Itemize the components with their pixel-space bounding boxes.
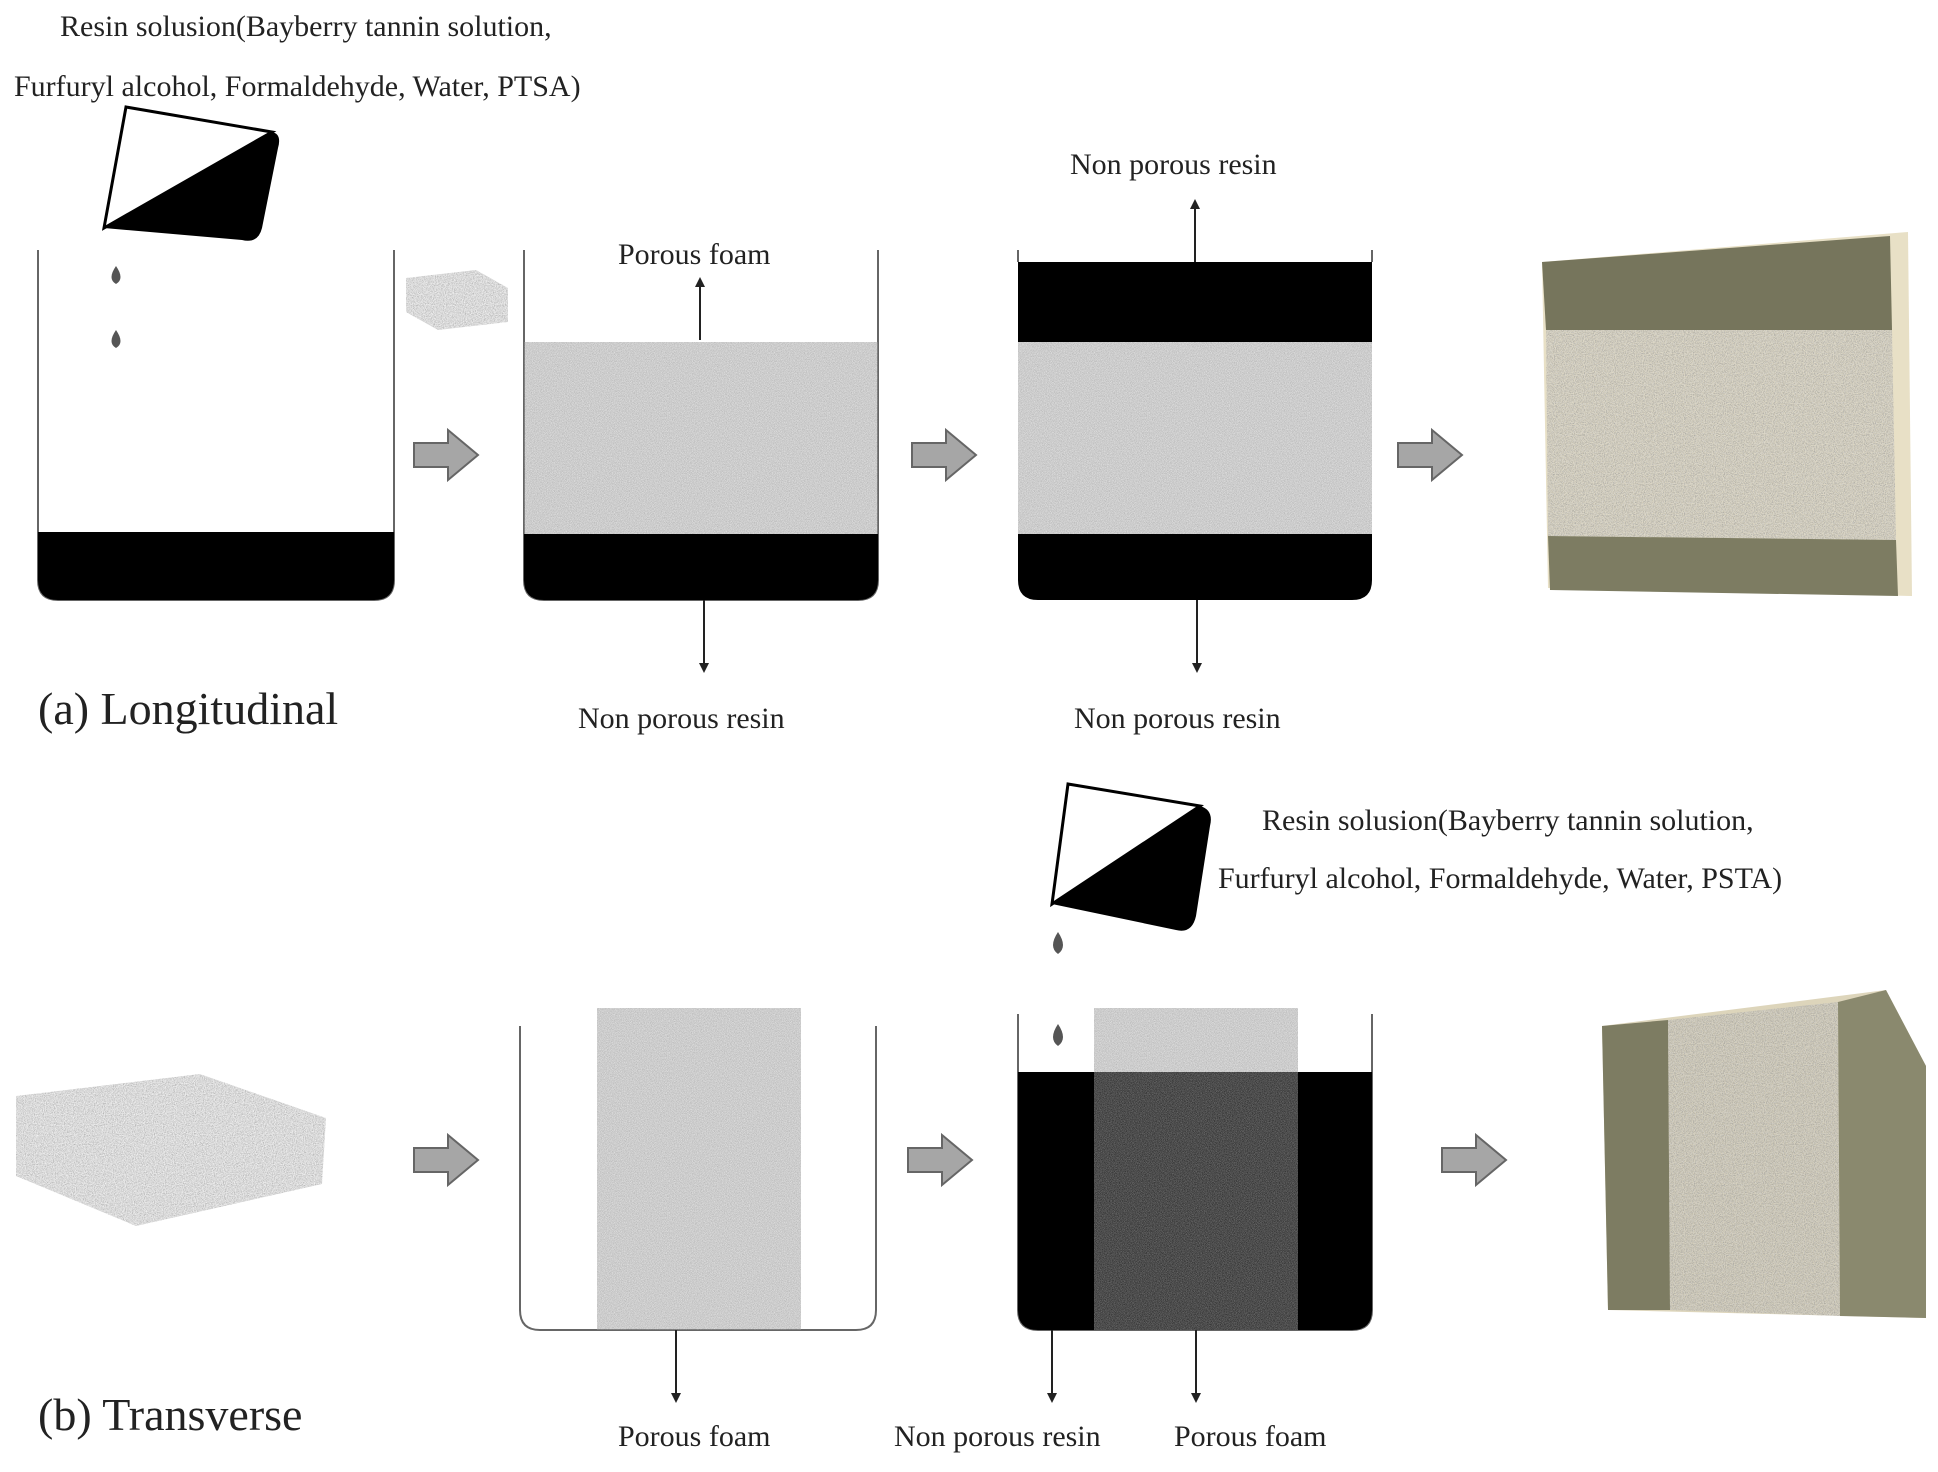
panel-a-label: (a) Longitudinal	[38, 683, 338, 734]
pouring-beaker-b-icon	[1050, 782, 1211, 931]
pouring-beaker-icon	[101, 105, 280, 241]
label-non-porous-resin-a3-top: Non porous resin	[1070, 148, 1277, 181]
resin-solution-line1: Resin solusion(Bayberry tannin solution,	[60, 10, 552, 43]
beaker-b3	[1017, 1008, 1373, 1403]
resin-drop-icons	[111, 266, 121, 348]
label-porous-foam-b2: Porous foam	[618, 1420, 771, 1453]
arrow-a1	[413, 427, 480, 483]
arrow-a2	[911, 427, 978, 483]
label-non-porous-resin-a3-bottom: Non porous resin	[1074, 702, 1281, 735]
panel-a: Resin solusion(Bayberry tannin solution,…	[14, 10, 1912, 735]
beaker-a3	[1017, 199, 1373, 673]
resin-solution-b-line2: Furfuryl alcohol, Formaldehyde, Water, P…	[1218, 862, 1782, 895]
resin-solution-line2: Furfuryl alcohol, Formaldehyde, Water, P…	[14, 70, 581, 103]
panel-b-label: (b) Transverse	[38, 1389, 302, 1440]
foam-block-small	[406, 270, 508, 330]
label-non-porous-resin-a2: Non porous resin	[578, 702, 785, 735]
arrow-b2	[907, 1132, 974, 1188]
label-porous-foam-a2: Porous foam	[618, 238, 771, 271]
arrow-b3	[1441, 1132, 1508, 1188]
arrow-a3	[1397, 427, 1464, 483]
sample-photo-a	[1542, 232, 1912, 596]
label-non-porous-resin-b3: Non porous resin	[894, 1420, 1101, 1453]
foam-block-large	[16, 1074, 326, 1226]
label-porous-foam-b3: Porous foam	[1174, 1420, 1327, 1453]
panel-b: Porous foam Resin solusion(Bayberry tann…	[16, 782, 1926, 1453]
beaker-b2	[519, 1008, 877, 1403]
resin-solution-b-line1: Resin solusion(Bayberry tannin solution,	[1262, 804, 1754, 837]
arrow-b1	[413, 1132, 480, 1188]
beaker-a2	[523, 250, 879, 673]
resin-drop-b-icons	[1053, 932, 1063, 1046]
beaker-a1	[37, 250, 395, 601]
sample-photo-b	[1602, 990, 1926, 1318]
